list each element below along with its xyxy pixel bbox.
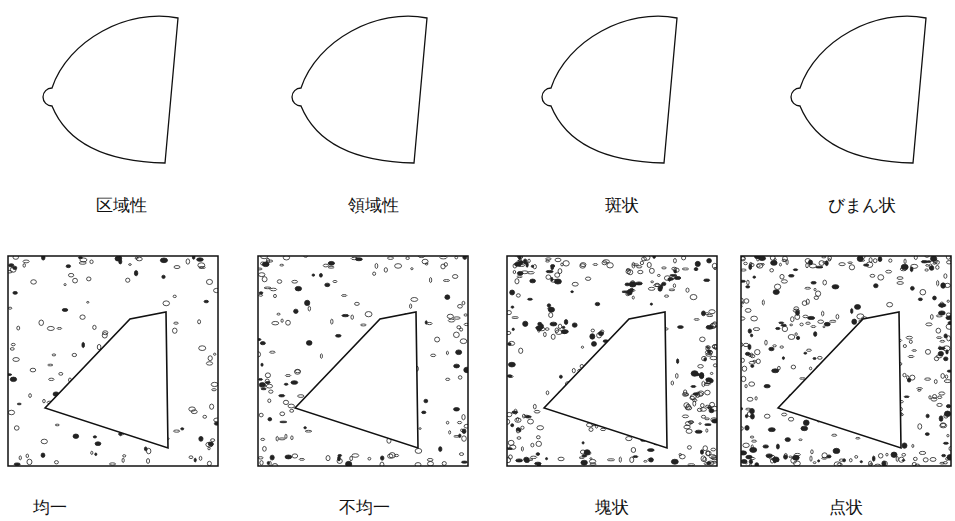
distribution-label: びまん状	[828, 195, 896, 215]
distribution-label: 区域性	[96, 195, 147, 215]
breast-outline	[542, 16, 677, 163]
distribution-label: 斑状	[605, 195, 639, 215]
image-frame	[8, 256, 218, 466]
breast-outline	[791, 16, 926, 163]
echo-texture	[5, 255, 221, 466]
distribution-label: 領域性	[348, 195, 399, 215]
lesion-outline	[295, 312, 418, 448]
texture-label: 点状	[829, 497, 863, 517]
echo-texture	[255, 255, 470, 468]
lesion-outline	[45, 312, 168, 448]
image-frame	[507, 256, 717, 466]
lesion-outline	[544, 312, 667, 448]
echo-texture	[738, 254, 953, 468]
breast-outline	[43, 16, 178, 163]
texture-label: 塊状	[595, 497, 629, 517]
echo-texture	[504, 252, 718, 471]
image-frame	[258, 256, 468, 466]
texture-label: 均一	[33, 497, 67, 517]
image-frame	[741, 256, 951, 466]
texture-label: 不均一	[339, 497, 390, 517]
breast-outline	[292, 16, 427, 163]
lesion-outline	[778, 312, 901, 448]
